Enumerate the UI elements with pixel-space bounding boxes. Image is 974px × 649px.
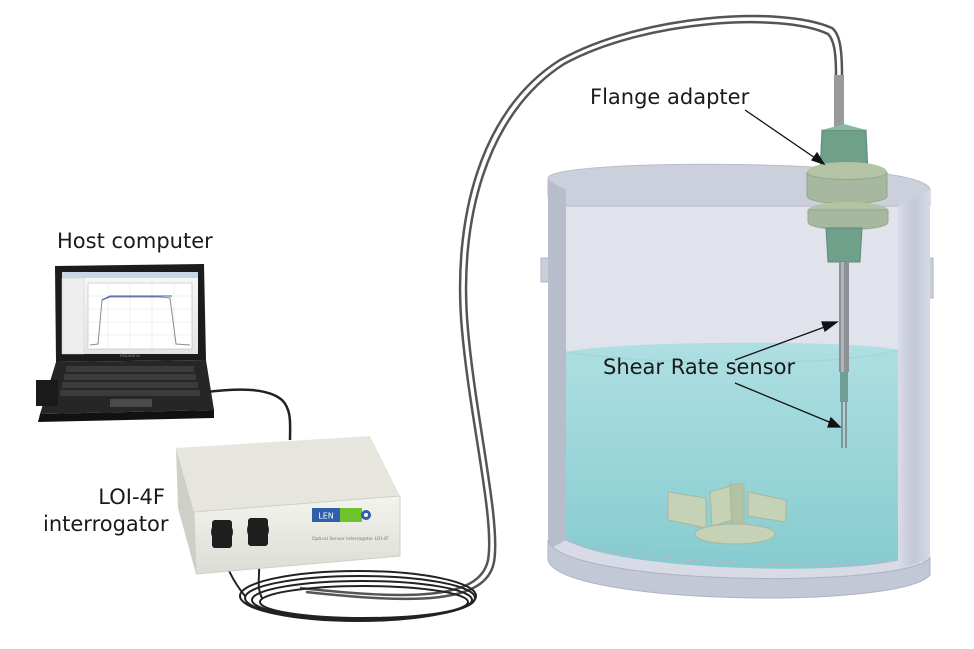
usb-cable bbox=[205, 388, 292, 441]
interrogator-label-line1: LOI-4F bbox=[98, 485, 165, 509]
callout-arrows bbox=[734, 109, 842, 428]
shear-rate-sensor-label: Shear Rate sensor bbox=[603, 355, 796, 379]
interrogator-label-line2: interrogator bbox=[43, 512, 169, 536]
impeller bbox=[667, 483, 787, 545]
device-logo-text: LEN bbox=[318, 512, 334, 521]
interrogator-label: LOI-4F interrogator bbox=[43, 484, 169, 538]
device-front-text: Optical Sensor Interrogator LOI-4F bbox=[312, 536, 389, 542]
shear-rate-sensor bbox=[839, 262, 849, 448]
interrogator-device: LEN Optical Sensor Interrogator LOI-4F bbox=[176, 436, 401, 575]
flange-adapter bbox=[806, 75, 889, 263]
coiled-cable bbox=[221, 547, 477, 622]
flange-adapter-label: Flange adapter bbox=[590, 85, 750, 109]
stirred-tank bbox=[540, 163, 934, 599]
liquid bbox=[566, 342, 898, 569]
host-computer-label: Host computer bbox=[57, 229, 213, 253]
laptop-brand-text: Panasonic bbox=[120, 353, 140, 358]
fiber-cable bbox=[299, 14, 844, 601]
laptop: Panasonic bbox=[36, 264, 214, 422]
